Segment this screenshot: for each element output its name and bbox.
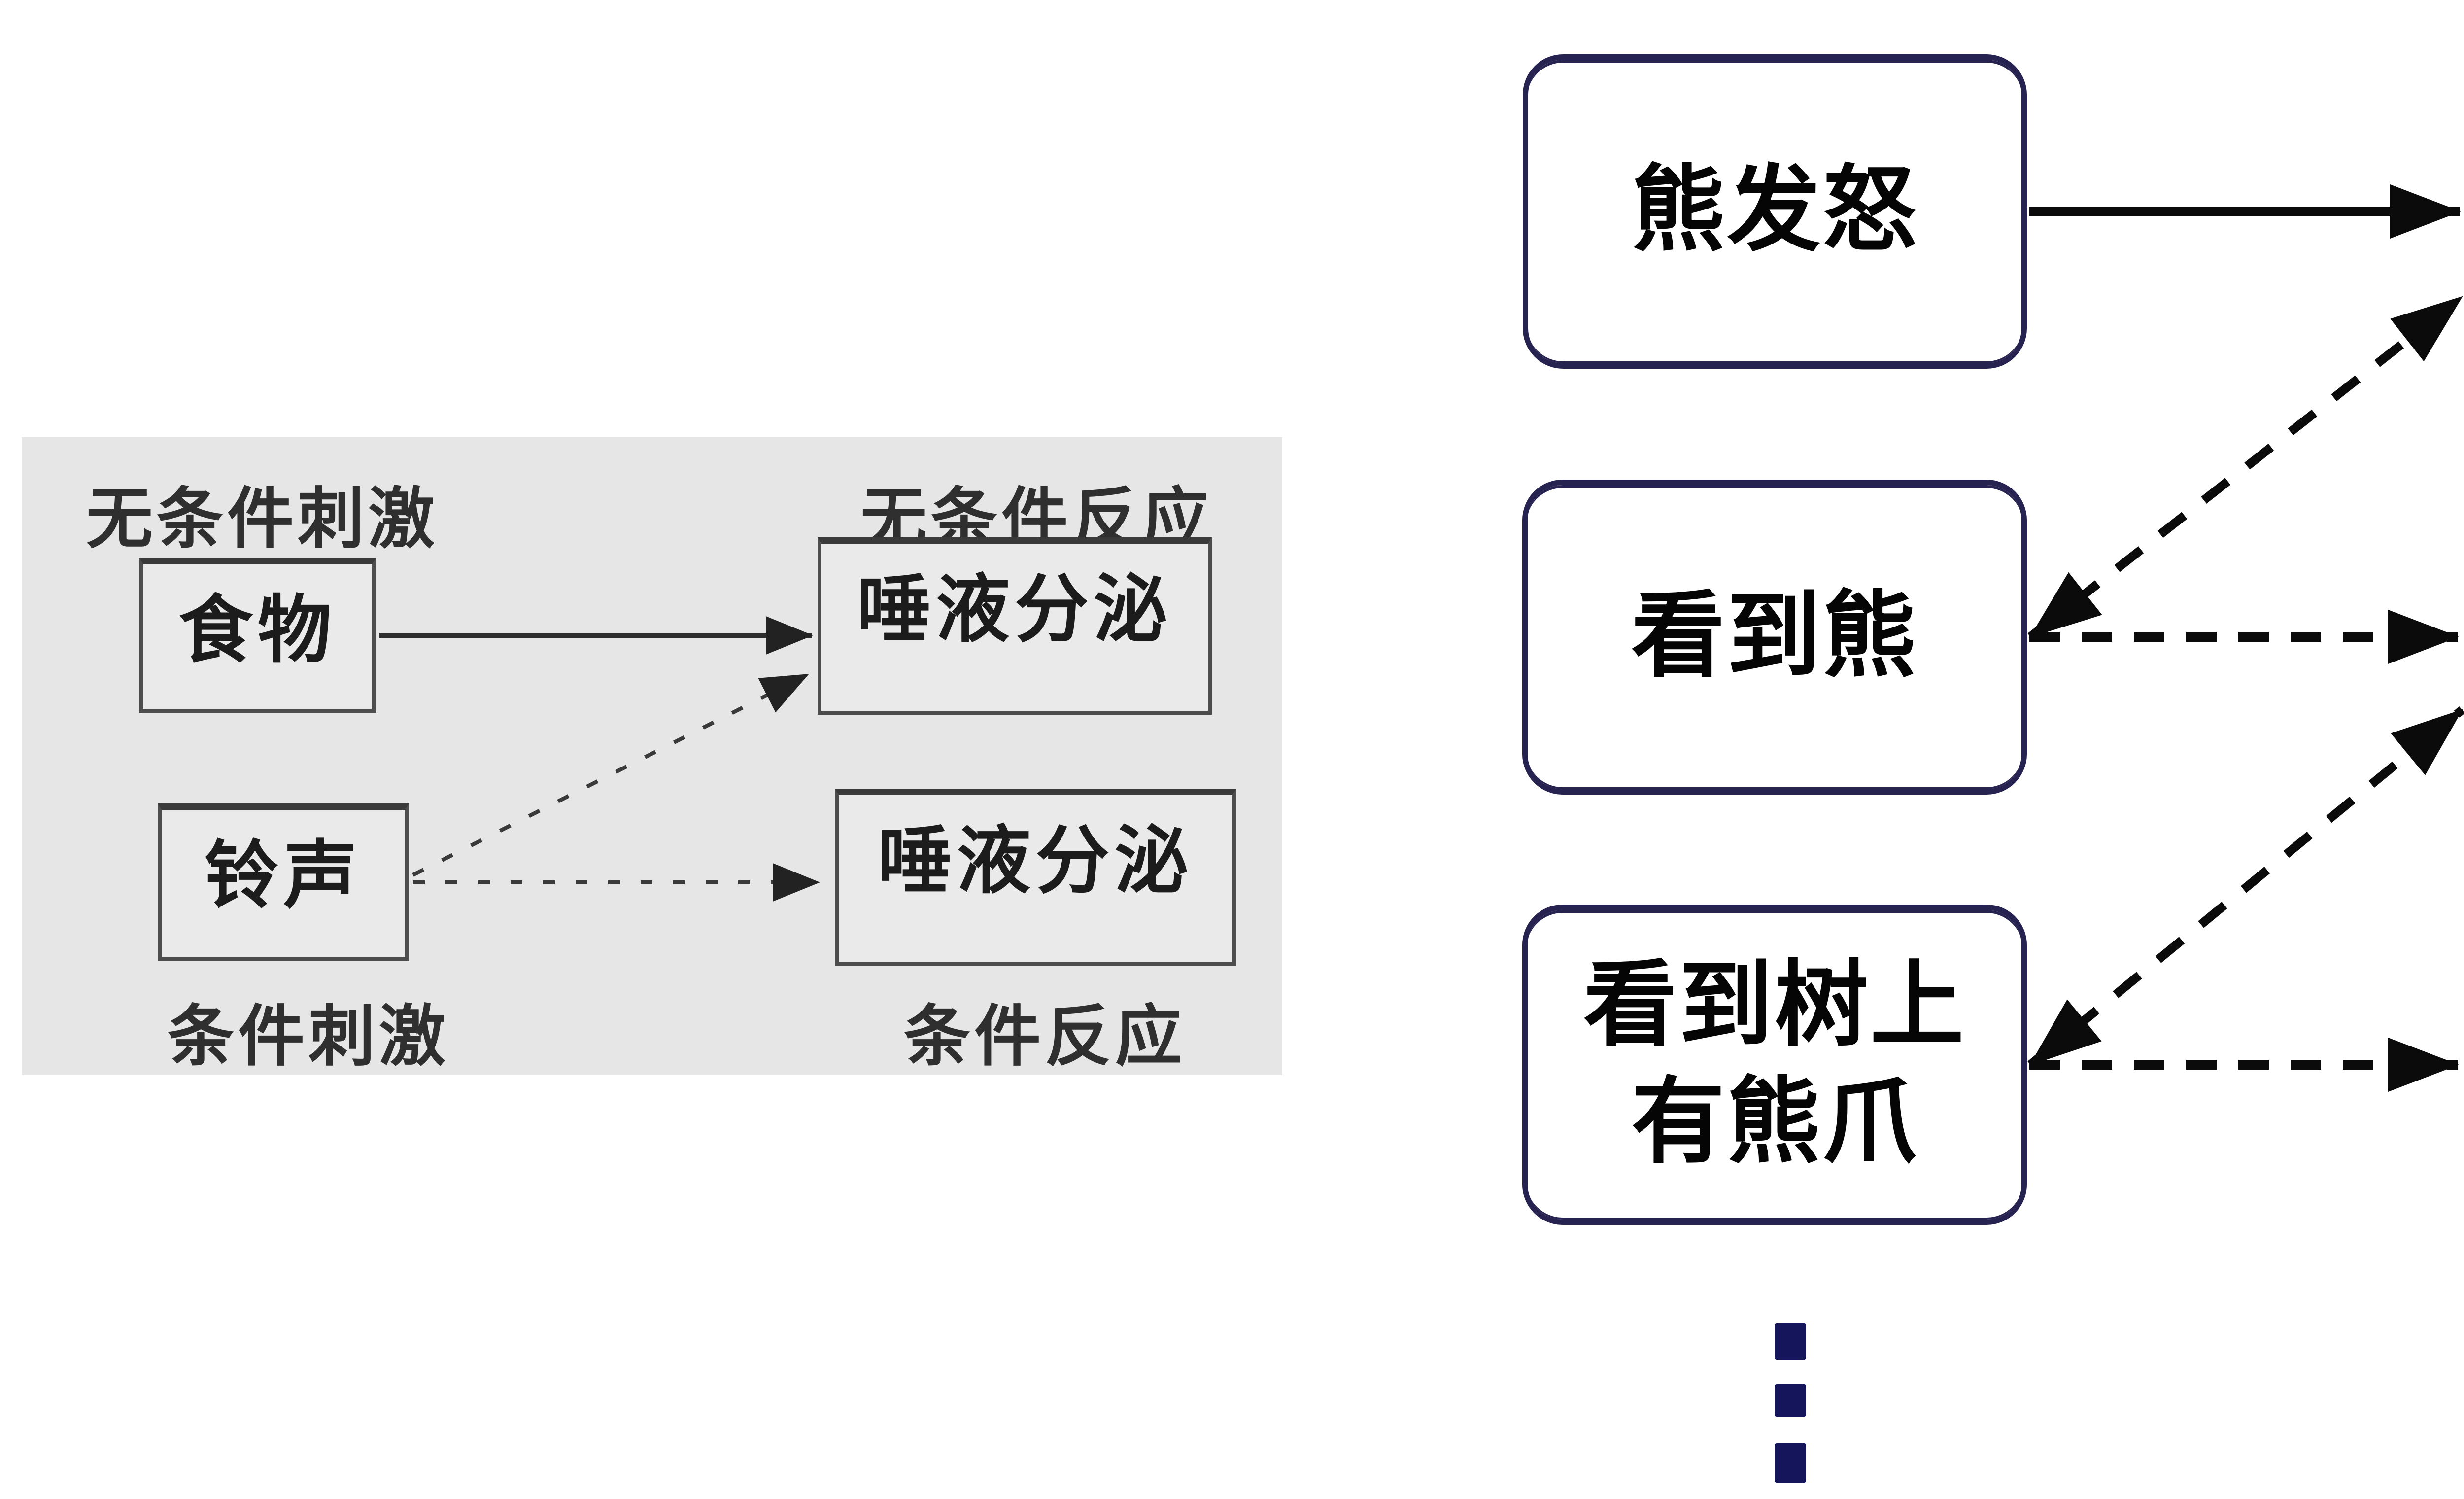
saliva-secretion-top-label: 唾液分泌	[856, 568, 1172, 651]
state-box-bear-angry: 熊发怒	[1523, 54, 2027, 369]
state-box-see-bear: 看到熊	[1522, 480, 2027, 795]
saliva-secretion-bottom-box: 唾液分泌	[835, 789, 1236, 966]
conditioned-stimulus-label: 条件刺激	[168, 999, 449, 1074]
saliva-secretion-top-box: 唾液分泌	[818, 537, 1212, 715]
saliva-secretion-bottom-label: 唾液分泌	[878, 819, 1194, 902]
food-box: 食物	[139, 558, 376, 713]
bell-box-label: 铃声	[204, 834, 362, 917]
see-bear-reward-diagonal-dashed-arrow	[2027, 293, 2464, 641]
state-box-bear-angry-label: 熊发怒	[1631, 159, 1918, 263]
state-box-see-claw-marks-label: 看到树上 有熊爪	[1583, 954, 1966, 1175]
unconditioned-stimulus-label: 无条件刺激	[86, 482, 439, 556]
conditioned-response-label: 条件反应	[904, 999, 1186, 1074]
bell-box: 铃声	[158, 803, 409, 961]
see-claws-vsprime-diagonal-dashed-arrow	[2027, 706, 2464, 1068]
food-box-label: 食物	[178, 589, 337, 671]
pavlov-panel: 无条件刺激 无条件反应 食物 唾液分泌 铃声 唾液分泌 条件刺激 条件反应	[22, 437, 1282, 1075]
state-box-see-claw-marks: 看到树上 有熊爪	[1522, 905, 2027, 1225]
states-ellipsis-dots	[1775, 1323, 1806, 1483]
state-box-see-bear-label: 看到熊	[1631, 585, 1918, 689]
